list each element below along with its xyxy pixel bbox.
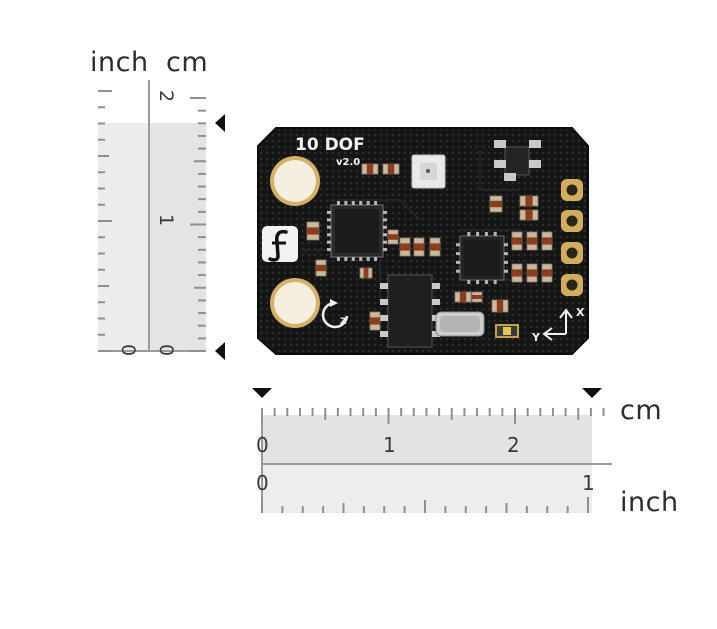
horizontal-ruler-cm-number-0: 0 [256,433,269,457]
horizontal-ruler-inch-band [262,465,592,513]
vertical-ruler-top-marker [215,114,225,132]
horizontal-ruler-inch-number-0: 0 [256,471,269,495]
dfrobot-logo-icon [262,226,298,262]
horizontal-ruler-right-marker [582,388,602,398]
vertical-ruler-cm-label: cm [166,47,209,78]
imu-chip [327,201,387,261]
vertical-ruler-cm-number-0: 0 [155,344,177,356]
vertical-ruler: 0 0 1 2 [98,80,225,360]
vertical-ruler-inch-label: inch [90,47,149,78]
rotation-axis-icon [321,299,349,329]
vertical-ruler-cm-number-1: 1 [155,214,177,226]
crystal-oscillator [435,311,485,337]
header-pins [561,179,583,296]
vertical-ruler-bottom-marker [215,342,225,360]
horizontal-ruler-cm-label: cm [620,395,663,426]
horizontal-ruler-cm-band [262,415,592,463]
axis-x-label: X [576,306,585,319]
pcb-board: 10 DOF v2.0 [257,127,589,355]
soic-chip [380,274,440,348]
horizontal-ruler-inch-number-1: 1 [582,471,595,495]
magnetometer-chip [456,232,508,284]
voltage-regulator-chip [494,140,541,181]
axis-z-label: Z [340,317,347,327]
axis-y-label: Y [531,331,541,344]
horizontal-ruler-cm-number-1: 1 [383,433,396,457]
board-title: 10 DOF [295,135,365,155]
horizontal-ruler-inch-label: inch [620,487,679,518]
horizontal-ruler-cm-number-2: 2 [507,433,520,457]
horizontal-ruler: 0 1 2 0 1 [252,388,612,513]
passive-components [306,163,553,331]
horizontal-ruler-left-marker [252,388,272,398]
vertical-ruler-cm-number-2: 2 [155,90,177,102]
axis-direction-icon [542,308,573,341]
vertical-ruler-cm-band [150,123,206,351]
vertical-ruler-inch-band [98,123,148,351]
pressure-sensor-chip [411,154,446,189]
vertical-ruler-inch-number-0: 0 [117,344,139,356]
board-version: v2.0 [336,157,360,168]
